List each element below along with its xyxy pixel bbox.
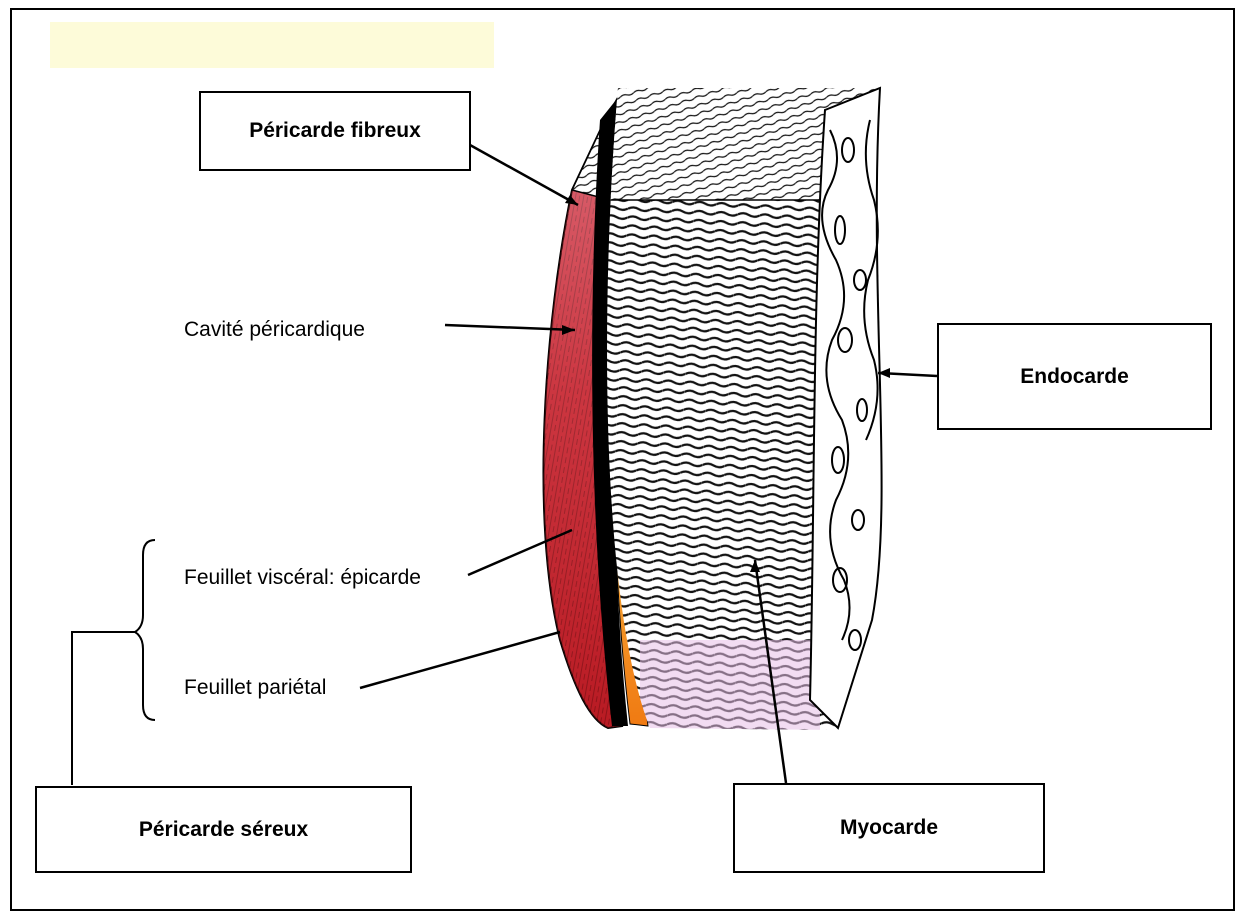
leader-fibreux	[470, 145, 578, 205]
label-pericarde-sereux: Péricarde séreux	[35, 786, 412, 873]
label-feuillet-visceral: Feuillet viscéral: épicarde	[184, 566, 421, 590]
curly-brace	[135, 540, 155, 720]
leader-parietal	[360, 632, 560, 688]
bracket-line	[72, 632, 135, 785]
label-feuillet-parietal: Feuillet pariétal	[184, 676, 326, 700]
label-cavite-pericardique: Cavité péricardique	[184, 318, 365, 342]
label-myocarde: Myocarde	[733, 783, 1045, 873]
label-endocarde: Endocarde	[937, 323, 1212, 430]
label-pericarde-fibreux: Péricarde fibreux	[199, 91, 471, 171]
